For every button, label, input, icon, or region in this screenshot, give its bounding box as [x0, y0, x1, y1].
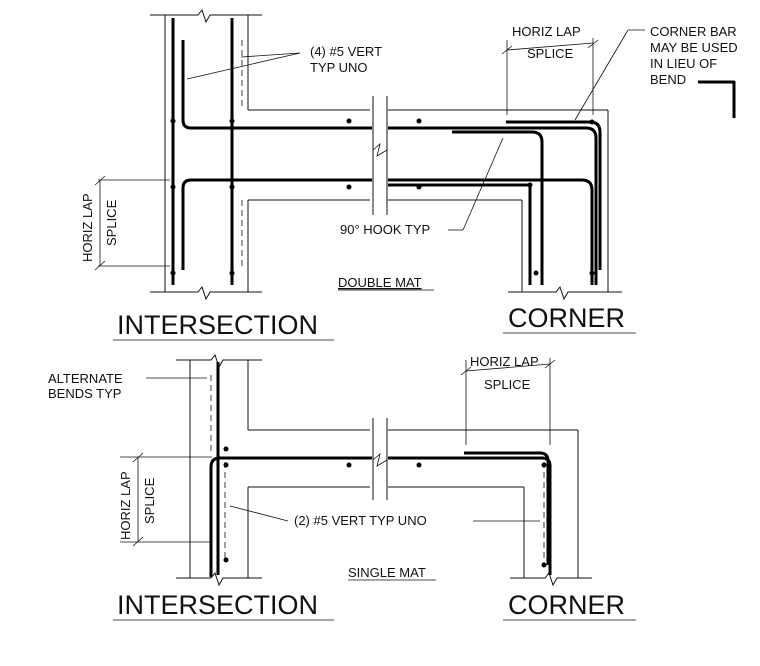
- bottom-breakline: [372, 418, 388, 500]
- vert-bars-bottom-label: (2) #5 VERT TYP UNO: [294, 513, 427, 528]
- corner-bar-label-line3: IN LIEU OF: [650, 56, 717, 71]
- corner-bottom-title: CORNER: [508, 590, 625, 620]
- double-mat-label: DOUBLE MAT: [338, 275, 422, 290]
- vert-bars-label-line1: (4) #5 VERT: [310, 44, 382, 59]
- alternate-bends-label-line2: BENDS TYP: [48, 386, 121, 401]
- hook-label: 90° HOOK TYP: [340, 222, 430, 237]
- corner-bar-label-line1: CORNER BAR: [650, 24, 737, 39]
- horiz-lap-top-label: HORIZ LAP: [512, 24, 581, 39]
- splice-left-top-label: SPLICE: [104, 199, 119, 246]
- splice-top-label: SPLICE: [527, 46, 574, 61]
- horiz-lap-bottom-label: HORIZ LAP: [470, 354, 539, 369]
- intersection-top-title: INTERSECTION: [117, 310, 318, 340]
- corner-bar-label-line4: BEND: [650, 72, 686, 87]
- corner-bar-symbol-icon: [698, 80, 736, 118]
- bottom-intersection-bars: [209, 362, 372, 577]
- bottom-leaders: [120, 358, 556, 547]
- top-corner-walls: [388, 109, 622, 301]
- corner-bar-label-line2: MAY BE USED: [650, 40, 738, 55]
- intersection-bottom-title: INTERSECTION: [117, 590, 318, 620]
- top-intersection-walls: [150, 8, 370, 301]
- horiz-lap-left-bottom-label: HORIZ LAP: [118, 471, 133, 540]
- bottom-intersection-walls: [176, 353, 370, 587]
- top-intersection-bars: [170, 18, 372, 285]
- top-corner-bars: [388, 118, 602, 285]
- splice-left-bottom-label: SPLICE: [142, 477, 157, 524]
- single-mat-label: SINGLE MAT: [348, 565, 426, 580]
- splice-bottom-label: SPLICE: [484, 377, 531, 392]
- top-breakline: [372, 96, 388, 215]
- bottom-corner-bars: [388, 451, 552, 575]
- corner-top-title: CORNER: [508, 303, 625, 333]
- vert-bars-label-line2: TYP UNO: [310, 60, 368, 75]
- horiz-lap-left-top-label: HORIZ LAP: [80, 193, 95, 262]
- alternate-bends-label-line1: ALTERNATE: [48, 371, 123, 386]
- bottom-corner-walls: [388, 429, 592, 587]
- top-leaders: [94, 29, 645, 271]
